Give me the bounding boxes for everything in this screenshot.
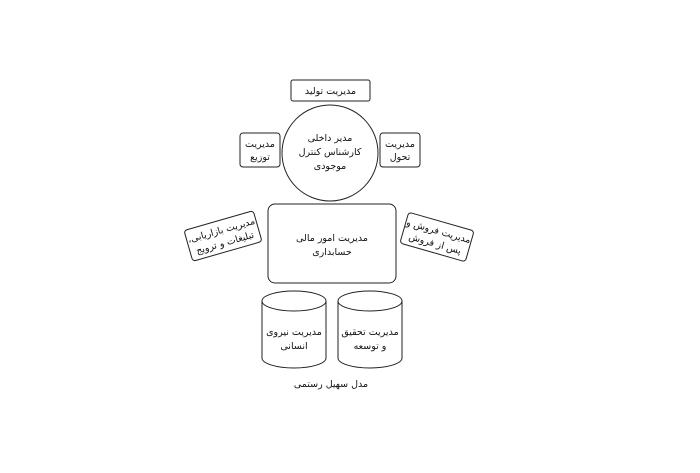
inventory-control-line-2: کارشناس کنترل (299, 147, 362, 158)
financial-management-box (267, 203, 397, 284)
human-resources-line-2: انسانی (280, 341, 307, 352)
distribution-management-line-2: توزیع (250, 152, 270, 163)
research-development-cylinder-top (337, 290, 403, 312)
distribution-management-node: مدیریت توزیع (239, 132, 281, 168)
research-development-cylinder-body (337, 301, 403, 369)
sales-management-box (400, 212, 474, 262)
human-resources-node: مدیریت نیروی انسانی (261, 290, 327, 369)
financial-management-node: مدیریت امور مالی حسابداری (267, 203, 397, 284)
financial-management-line-1: مدیریت امور مالی (296, 233, 368, 244)
transformation-management-node: مدیریت تحول (379, 132, 421, 168)
distribution-management-box (239, 132, 281, 168)
inventory-control-line-1: مدیر داخلی (308, 133, 353, 144)
production-management-label: مدیریت تولید (305, 86, 356, 97)
production-management-node: مدیریت تولید (290, 79, 371, 102)
inventory-control-node: مدیر داخلی کارشناس کنترل موجودی (281, 104, 379, 202)
transformation-management-line-2: تحول (390, 152, 411, 163)
distribution-management-line-1: مدیریت (245, 139, 275, 150)
production-management-box (290, 79, 371, 102)
financial-management-line-2: حسابداری (312, 247, 352, 258)
marketing-management-box (184, 210, 262, 262)
transformation-management-line-1: مدیریت (385, 139, 415, 150)
inventory-control-line-3: موجودی (314, 161, 346, 172)
research-development-node: مدیریت تحقیق و توسعه (337, 290, 403, 369)
transformation-management-box (379, 132, 421, 168)
research-development-line-1: مدیریت تحقیق (341, 327, 398, 338)
human-resources-line-1: مدیریت نیروی (266, 327, 322, 338)
marketing-management-node: مدیریت بازاریابی، تبلیغات و ترویج (184, 210, 262, 262)
model-caption: مدل سهیل رستمی (294, 379, 368, 390)
human-resources-cylinder-top (261, 290, 327, 312)
research-development-line-2: و توسعه (354, 341, 387, 352)
human-resources-cylinder-body (261, 301, 327, 369)
sales-management-node: مدیریت فروش و پس از فروش (400, 212, 474, 262)
inventory-control-circle (281, 104, 379, 202)
